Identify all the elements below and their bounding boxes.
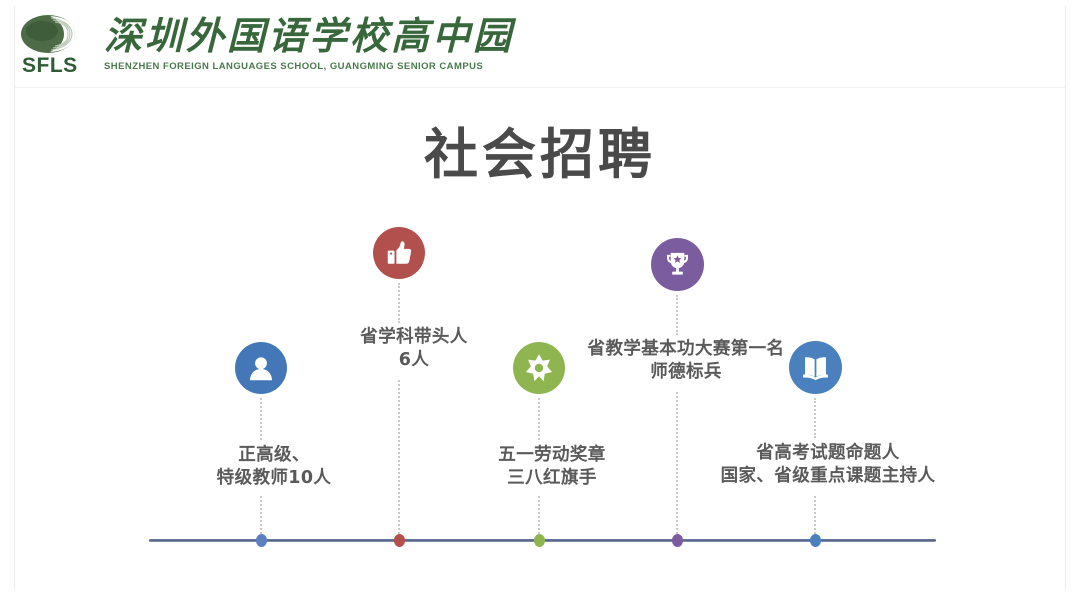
timeline-node-label-line1: 五一劳动奖章 (498, 445, 606, 465)
timeline-connector (260, 398, 262, 440)
timeline-node-label-line1: 省高考试题命题人 (756, 443, 900, 463)
timeline-node-label-line1: 省学科带头人 (360, 327, 468, 347)
timeline-axis-dot (810, 534, 821, 547)
timeline-connector-lower (676, 392, 678, 534)
timeline-node-label-line2: 6人 (398, 350, 430, 370)
person-icon (235, 342, 287, 394)
timeline-node-label-line1: 正高级、 (238, 445, 310, 465)
logo-abbreviation: SFLS (22, 54, 78, 77)
timeline-connector (814, 398, 816, 438)
school-emblem-icon: SFLS (20, 14, 94, 77)
timeline-node-label: 正高级、 特级教师10人 (217, 444, 332, 490)
page-title: 社会招聘 (424, 123, 656, 186)
timeline-node-label-line2: 三八红旗手 (507, 468, 597, 488)
timeline-connector-lower (260, 496, 262, 534)
timeline-node-label: 省学科带头人 6人 (360, 326, 467, 372)
timeline-node-label-line2: 国家、省级重点课题主持人 (720, 466, 936, 486)
school-name-chinese: 深圳外国语学校高中园 (104, 13, 515, 58)
timeline-node-label-line2: 师德标兵 (650, 362, 722, 382)
timeline-connector-lower (538, 496, 540, 534)
timeline-connector-lower (814, 496, 816, 534)
timeline-axis-dot (394, 534, 405, 547)
timeline-node-label-line1: 省教学基本功大赛第一名 (587, 339, 785, 359)
timeline-connector (538, 398, 540, 440)
school-name-english: SHENZHEN FOREIGN LANGUAGES SCHOOL, GUANG… (104, 61, 484, 72)
trophy-icon (651, 238, 704, 291)
timeline-axis-dot (534, 534, 545, 547)
timeline-axis-dot (672, 534, 683, 547)
timeline-infographic: 正高级、 特级教师10人 省学科带头人 6人 (15, 6, 1065, 590)
timeline-node-label-line2: 特级教师10人 (216, 468, 332, 488)
school-name-block: 深圳外国语学校高中园 SHENZHEN FOREIGN LANGUAGES SC… (104, 13, 515, 73)
timeline-connector-lower (398, 380, 400, 534)
timeline-node-label: 省高考试题命题人 国家、省级重点课题主持人 (721, 442, 936, 488)
timeline-axis-dot (256, 534, 267, 547)
thumbs-up-icon (373, 227, 425, 279)
timeline-node-label: 五一劳动奖章 三八红旗手 (498, 444, 605, 490)
slide-header: SFLS 深圳外国语学校高中园 SHENZHEN FOREIGN LANGUAG… (15, 6, 1065, 88)
star-badge-icon (513, 342, 565, 394)
slide-canvas: SFLS 深圳外国语学校高中园 SHENZHEN FOREIGN LANGUAG… (14, 6, 1066, 590)
timeline-connector (398, 283, 400, 323)
timeline-connector (676, 295, 678, 335)
open-book-icon (789, 341, 842, 394)
school-logo-block: SFLS 深圳外国语学校高中园 SHENZHEN FOREIGN LANGUAG… (20, 13, 515, 77)
timeline-node-label: 省教学基本功大赛第一名 师德标兵 (588, 338, 785, 384)
